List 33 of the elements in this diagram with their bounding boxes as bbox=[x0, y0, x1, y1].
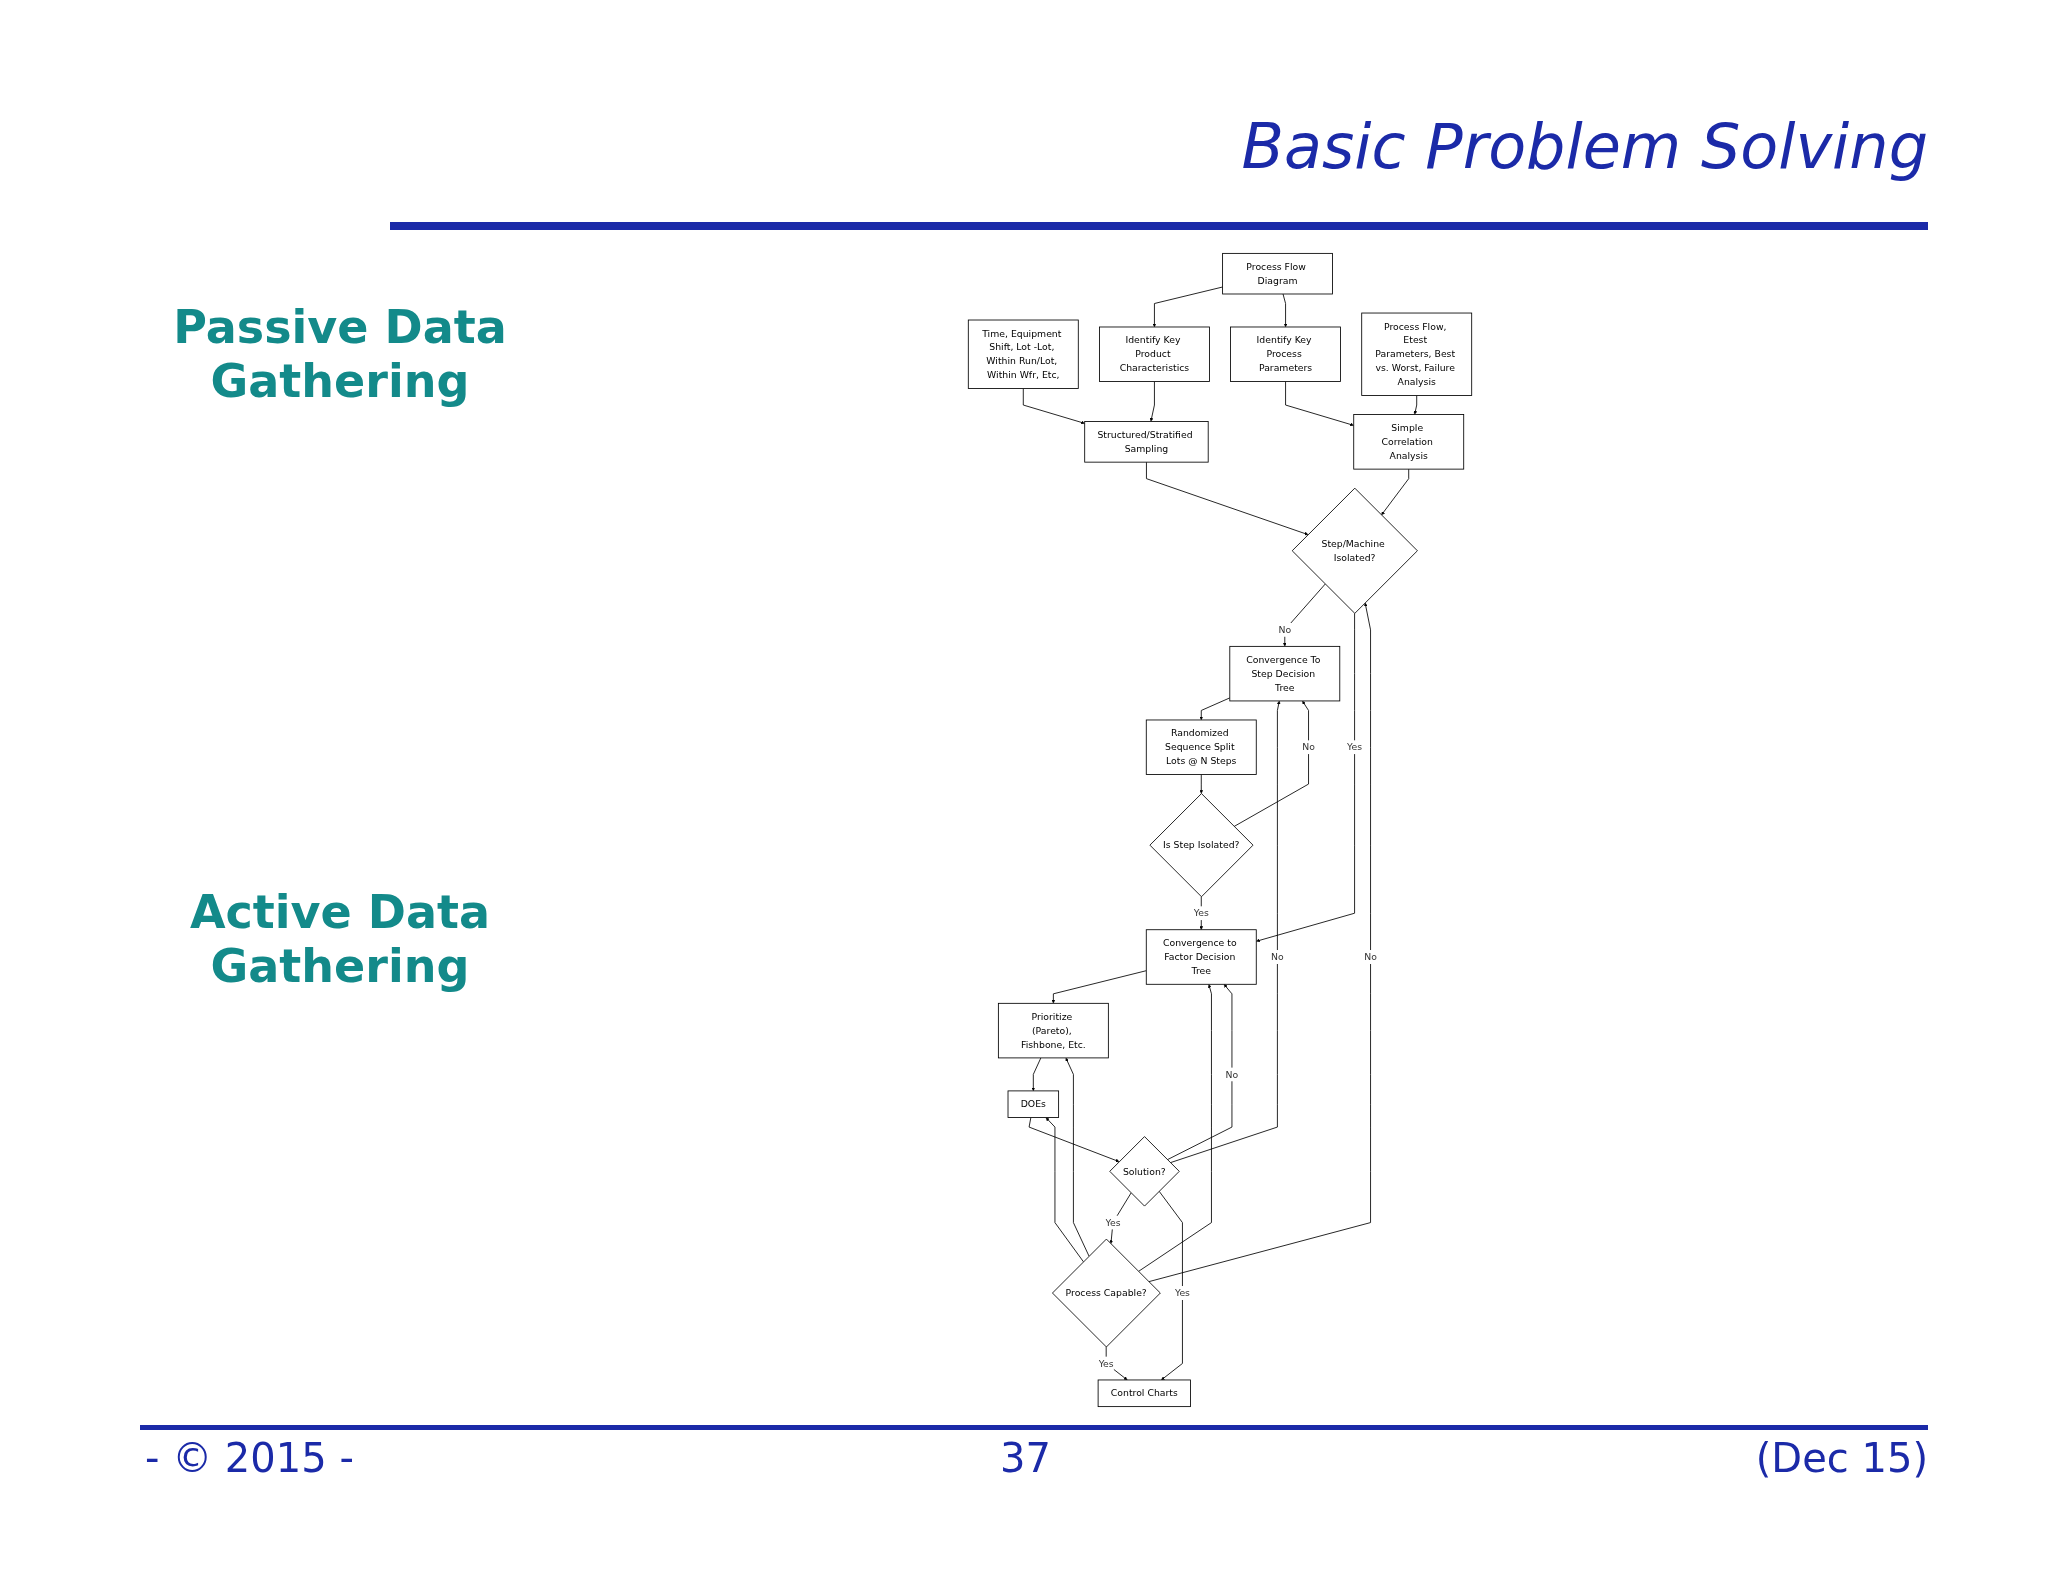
edge-label: Yes bbox=[1174, 1287, 1190, 1299]
footer-text: - © 2015 - bbox=[145, 1435, 354, 1481]
section-heading: Passive Data Gathering bbox=[172, 300, 508, 408]
edge-label: Yes bbox=[1105, 1217, 1121, 1228]
title: Basic Problem Solving bbox=[1241, 110, 1928, 183]
edge-label: No bbox=[1271, 951, 1284, 963]
node-box: Structured/Stratified Sampling bbox=[1084, 421, 1209, 463]
edge-label: Yes bbox=[1193, 907, 1209, 919]
node-box: Convergence to Factor Decision Tree bbox=[1145, 929, 1257, 985]
node-box: Simple Correlation Analysis bbox=[1353, 414, 1465, 470]
node-box: Control Charts bbox=[1097, 1379, 1191, 1408]
node-box: Process Flow Diagram bbox=[1222, 252, 1333, 295]
edge-label: No bbox=[1302, 741, 1315, 753]
edge-label: No bbox=[1364, 951, 1377, 963]
page-number: 37 bbox=[1000, 1435, 1051, 1481]
node-box: Process Flow, Etest Parameters, Best vs. Worst, Failure Analysis bbox=[1361, 312, 1473, 396]
node-box: Convergence To Step Decision Tree bbox=[1229, 645, 1341, 702]
node-diamond: Process Capable? bbox=[1052, 1238, 1161, 1348]
node-box: Identify Key Process Parameters bbox=[1230, 326, 1341, 382]
node-box: Time, Equipment Shift, Lot -Lot, Within Run/Lot, Within Wfr, Etc, bbox=[967, 319, 1079, 389]
section-heading: Active Data Gathering bbox=[188, 885, 492, 993]
edge-label: No bbox=[1278, 624, 1292, 636]
node-box: Randomized Sequence Split Lots @ N Steps bbox=[1145, 719, 1257, 775]
node-diamond: Is Step Isolated? bbox=[1149, 793, 1254, 898]
footer-text: (Dec 15) bbox=[1755, 1435, 1928, 1481]
node-box: Prioritize (Pareto), Fishbone, Etc. bbox=[997, 1002, 1109, 1059]
node-box: DOEs bbox=[1007, 1090, 1060, 1118]
edge-label: Yes bbox=[1098, 1358, 1114, 1369]
edge-label: No bbox=[1225, 1069, 1239, 1080]
edge-label: Yes bbox=[1347, 741, 1363, 753]
node-diamond: Step/Machine Isolated? bbox=[1291, 487, 1418, 614]
node-box: Identify Key Product Characteristics bbox=[1099, 326, 1210, 382]
node-diamond: Solution? bbox=[1109, 1136, 1180, 1207]
